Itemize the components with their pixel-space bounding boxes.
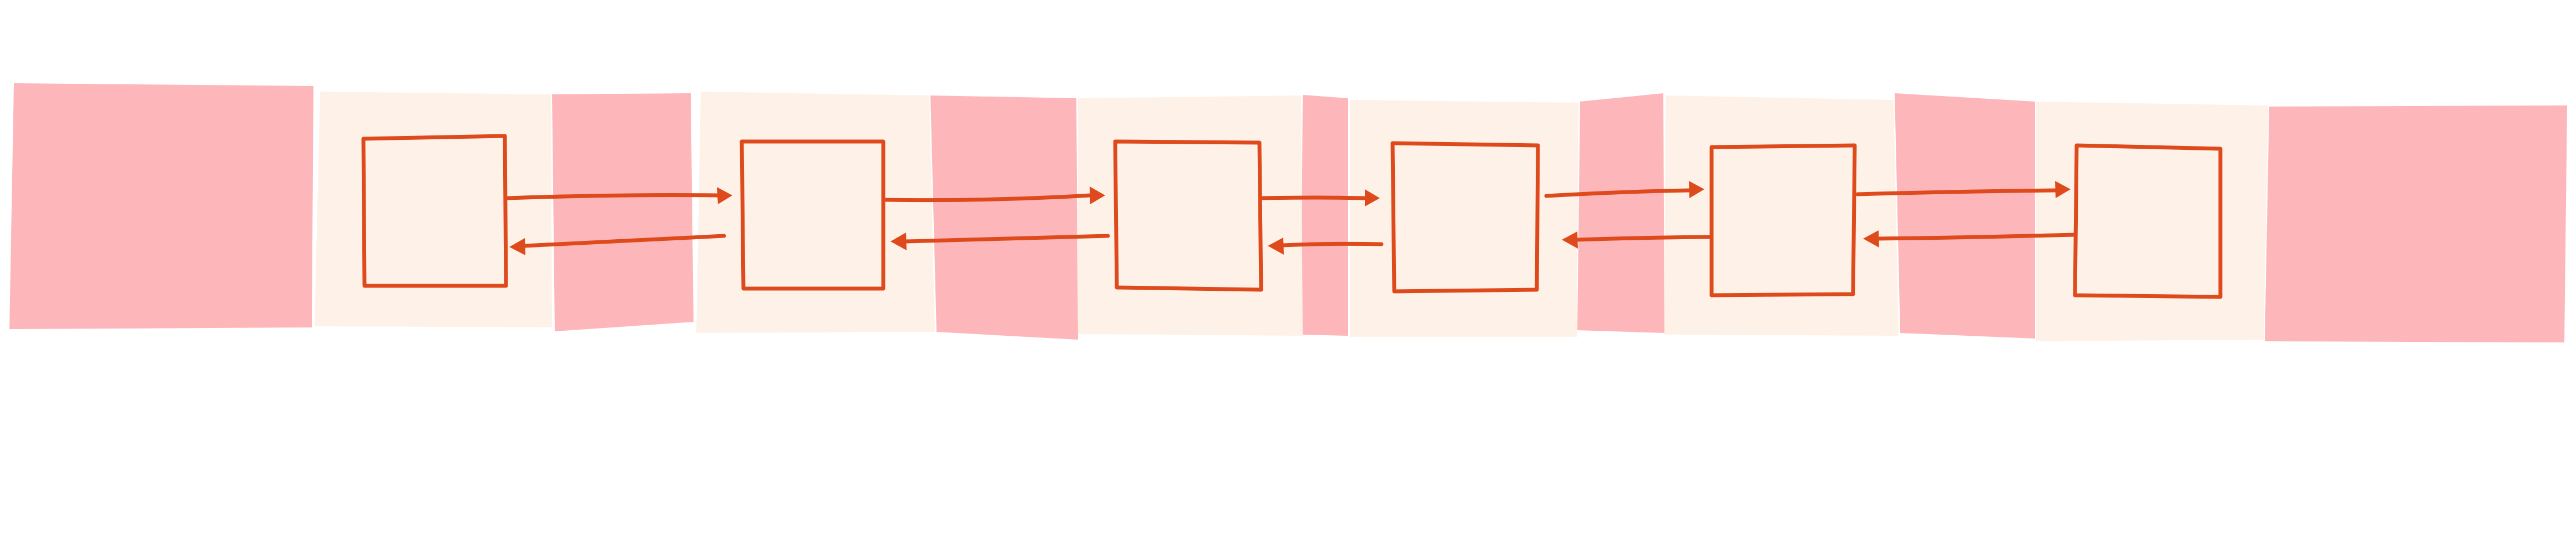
- arrow-head-icon: [890, 233, 907, 250]
- prev-arrow: [509, 234, 726, 255]
- prev-arrow: [1562, 231, 1711, 249]
- prev-arrow: [890, 233, 1110, 250]
- gap-band: [1577, 93, 1664, 333]
- nodes: [361, 134, 2223, 299]
- gap-band: [2265, 105, 2567, 342]
- arrow-head-icon: [1090, 186, 1105, 204]
- prev-arrow: [1863, 230, 2076, 248]
- next-arrow: [505, 187, 732, 204]
- list-node: [1709, 143, 1857, 297]
- next-arrow: [1855, 181, 2071, 198]
- arrow-head-icon: [1365, 189, 1380, 206]
- list-node: [1390, 141, 1540, 294]
- next-arrow: [1260, 189, 1380, 206]
- arrow-head-icon: [2055, 181, 2071, 198]
- next-arrows: [505, 181, 2071, 206]
- list-node: [740, 139, 885, 291]
- arrow-head-icon: [1562, 231, 1578, 249]
- next-arrow: [883, 186, 1105, 204]
- gap-band: [930, 95, 1078, 340]
- arrow-head-icon: [717, 187, 732, 204]
- gap-band: [9, 83, 313, 329]
- prev-arrows: [509, 230, 2076, 255]
- arrow-head-icon: [509, 238, 525, 255]
- gap-band: [1895, 93, 2035, 339]
- gap-band: [552, 93, 694, 331]
- list-node: [1113, 139, 1263, 292]
- prev-arrow: [1268, 238, 1384, 255]
- arrow-head-icon: [1863, 230, 1879, 248]
- arrow-head-icon: [1689, 181, 1704, 198]
- gap-band: [1301, 95, 1348, 336]
- arrow-head-icon: [1268, 238, 1284, 255]
- list-node: [361, 134, 508, 288]
- gap-bands: [9, 83, 2567, 342]
- list-node: [2073, 143, 2223, 299]
- next-arrow: [1544, 181, 1704, 198]
